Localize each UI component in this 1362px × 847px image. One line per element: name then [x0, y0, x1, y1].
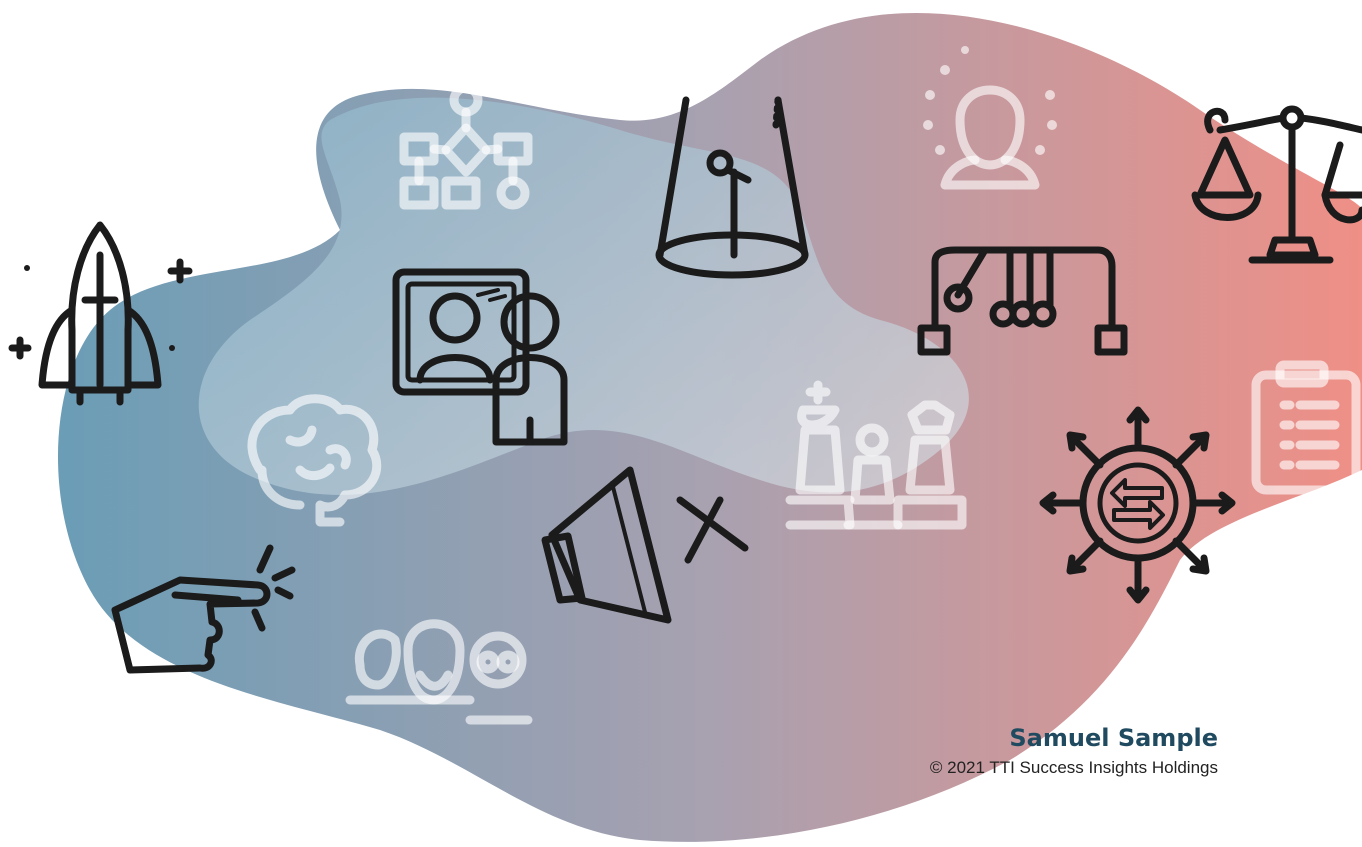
- ring-dots: [923, 46, 1057, 155]
- exchange-arrows-icon: [1039, 406, 1236, 604]
- family-group-icon: [345, 619, 533, 725]
- newtons-cradle-icon: [917, 246, 1128, 356]
- flowchart-icon: [399, 83, 533, 210]
- person-head-ring-icon: [940, 85, 1040, 190]
- rocket-icon: [8, 221, 193, 406]
- mirror-person-icon: [392, 268, 568, 446]
- inner-blob: [198, 97, 969, 495]
- copyright-notice: © 2021 TTI Success Insights Holdings: [929, 758, 1218, 777]
- pointing-hand-icon: [111, 544, 296, 674]
- megaphone-muted-icon: [541, 466, 749, 624]
- clipboard-icon: [1251, 360, 1361, 495]
- cover-footer: Samuel Sample © 2021 TTI Success Insight…: [930, 724, 1218, 778]
- chess-pieces-icon: [785, 380, 967, 530]
- brain-icon: [247, 394, 382, 527]
- person-name: Samuel Sample: [1009, 724, 1218, 752]
- scales-icon: [1191, 105, 1362, 264]
- pendulum-bucket-icon: [655, 96, 809, 279]
